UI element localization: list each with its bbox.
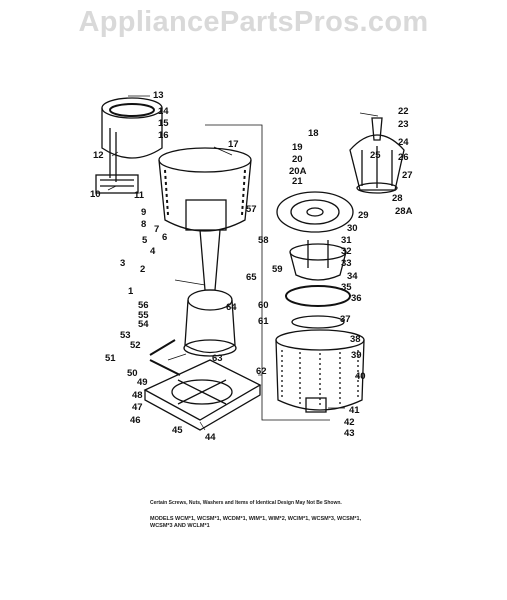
footer-models: MODELS WCM*1, WCSM*1, WCDM*1, WIM*1, WIM… — [150, 516, 362, 529]
part-number-54: 54 — [138, 319, 149, 330]
part-number-48: 48 — [132, 390, 143, 401]
part-number-51: 51 — [105, 353, 116, 364]
part-number-39: 39 — [351, 350, 362, 361]
part-number-40: 40 — [355, 371, 366, 382]
part-number-29: 29 — [358, 210, 369, 221]
mounting-plate — [276, 191, 354, 233]
part-number-57: 57 — [246, 204, 257, 215]
part-number-58: 58 — [258, 235, 269, 246]
part-number-42: 42 — [344, 417, 355, 428]
part-number-46: 46 — [130, 415, 141, 426]
part-number-41: 41 — [349, 405, 360, 416]
part-number-43: 43 — [344, 428, 355, 439]
spin-basket — [275, 329, 365, 413]
part-number-45: 45 — [172, 425, 183, 436]
part-number-17: 17 — [228, 139, 239, 150]
seal-ring — [285, 285, 351, 307]
part-number-63: 63 — [212, 353, 223, 364]
part-number-21: 21 — [292, 176, 303, 187]
base-frame — [143, 359, 262, 431]
watermark-logo: AppliancePartsPros.com — [78, 6, 429, 38]
pump-assembly — [289, 240, 347, 281]
part-number-14: 14 — [158, 106, 169, 117]
part-number-3: 3 — [120, 258, 125, 269]
part-number-38: 38 — [350, 334, 361, 345]
part-number-28a: 28A — [395, 206, 413, 217]
part-number-60: 60 — [258, 300, 269, 311]
part-number-28: 28 — [392, 193, 403, 204]
part-number-15: 15 — [158, 118, 169, 129]
part-number-1: 1 — [128, 286, 134, 297]
part-number-65: 65 — [246, 272, 257, 283]
part-number-12: 12 — [93, 150, 104, 161]
part-number-8: 8 — [141, 219, 146, 230]
part-number-11: 11 — [134, 190, 145, 201]
part-number-9: 9 — [141, 207, 146, 218]
tub-cover-assembly — [95, 97, 163, 194]
part-number-6: 6 — [162, 232, 167, 243]
part-number-44: 44 — [205, 432, 216, 443]
part-number-5: 5 — [142, 235, 148, 246]
part-number-62: 62 — [256, 366, 267, 377]
part-number-20a: 20A — [289, 166, 307, 177]
part-number-35: 35 — [341, 282, 352, 293]
part-number-31: 31 — [341, 235, 352, 246]
part-number-33: 33 — [341, 258, 352, 269]
part-number-13: 13 — [153, 90, 164, 101]
part-number-25: 25 — [370, 150, 381, 161]
part-number-4: 4 — [150, 246, 156, 257]
outer-tub — [158, 147, 252, 232]
part-number-22: 22 — [398, 106, 409, 117]
part-number-34: 34 — [347, 271, 358, 282]
part-number-36: 36 — [351, 293, 362, 304]
part-number-52: 52 — [130, 340, 141, 351]
transmission-assembly — [149, 229, 237, 376]
part-number-24: 24 — [398, 137, 409, 148]
part-number-19: 19 — [292, 142, 303, 153]
part-number-47: 47 — [132, 402, 143, 413]
part-number-32: 32 — [341, 246, 352, 257]
part-number-37: 37 — [340, 314, 351, 325]
part-number-53: 53 — [120, 330, 131, 341]
footer-note: Certain Screws, Nuts, Washers and Items … — [150, 500, 342, 506]
part-number-61: 61 — [258, 316, 269, 327]
part-number-59: 59 — [272, 264, 283, 275]
part-number-55: 55 — [138, 310, 149, 321]
part-number-30: 30 — [347, 223, 358, 234]
part-number-20: 20 — [292, 154, 303, 165]
part-number-26: 26 — [398, 152, 409, 163]
part-number-18: 18 — [308, 128, 319, 139]
part-number-64: 64 — [226, 302, 237, 313]
part-number-7: 7 — [154, 224, 159, 235]
part-number-56: 56 — [138, 300, 149, 311]
part-number-16: 16 — [158, 130, 169, 141]
part-number-27: 27 — [402, 170, 413, 181]
part-number-23: 23 — [398, 119, 409, 130]
part-number-50: 50 — [127, 368, 138, 379]
part-number-49: 49 — [137, 377, 148, 388]
part-number-10: 10 — [90, 189, 101, 200]
gasket — [291, 315, 345, 329]
connecting-line — [205, 124, 330, 421]
agitator — [349, 117, 405, 194]
part-number-2: 2 — [140, 264, 145, 275]
